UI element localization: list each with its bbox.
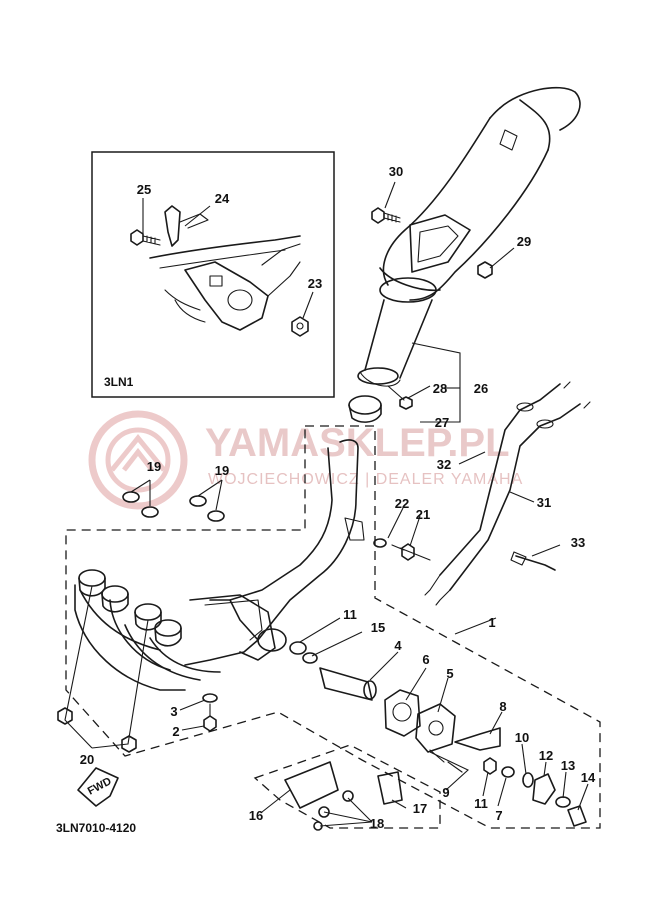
gasket-19a bbox=[122, 491, 140, 503]
callout-32: 32 bbox=[437, 457, 451, 472]
washer-13 bbox=[555, 796, 571, 808]
callout-22: 22 bbox=[395, 496, 409, 511]
callout-4: 4 bbox=[394, 638, 402, 653]
washer-22 bbox=[373, 538, 387, 548]
header-flanges bbox=[78, 569, 182, 647]
exhaust-pipes bbox=[57, 439, 365, 753]
callout-29: 29 bbox=[517, 234, 531, 249]
callout-7: 7 bbox=[495, 808, 502, 823]
callout-20: 20 bbox=[80, 752, 94, 767]
callout-6: 6 bbox=[422, 652, 429, 667]
callout-19a: 19 bbox=[147, 459, 161, 474]
inset-bracket bbox=[149, 205, 301, 331]
cover-16 bbox=[284, 761, 339, 809]
callout-1: 1 bbox=[488, 615, 495, 630]
callout-26: 26 bbox=[474, 381, 488, 396]
callout-numbers: 30 29 28 26 27 32 31 22 21 33 19 19 11 1… bbox=[80, 164, 596, 831]
drawing-code: 3LN7010-4120 bbox=[56, 821, 136, 835]
nut-29 bbox=[477, 261, 493, 279]
callout-16: 16 bbox=[249, 808, 263, 823]
watermark-logo bbox=[88, 410, 188, 510]
callout-24: 24 bbox=[215, 191, 230, 206]
pulley-12 bbox=[532, 773, 556, 805]
bracket-17 bbox=[377, 771, 403, 805]
inset-bolt-25 bbox=[130, 229, 161, 246]
callout-19b: 19 bbox=[215, 463, 229, 478]
gasket-11 bbox=[289, 641, 307, 655]
exup-parts bbox=[289, 641, 587, 827]
callout-3: 3 bbox=[170, 704, 177, 719]
muffler-assembly bbox=[348, 86, 581, 423]
callout-5: 5 bbox=[446, 666, 453, 681]
gasket-27 bbox=[348, 395, 382, 415]
callout-33: 33 bbox=[571, 535, 585, 550]
bushing-11b bbox=[483, 757, 497, 775]
callout-27: 27 bbox=[435, 415, 449, 430]
callout-17: 17 bbox=[413, 801, 427, 816]
callout-11a: 11 bbox=[343, 607, 357, 622]
fwd-label: FWD bbox=[86, 775, 114, 797]
callout-12: 12 bbox=[539, 748, 553, 763]
inset-panel: 25 24 23 3LN1 bbox=[91, 151, 335, 398]
leader-lines bbox=[64, 181, 589, 827]
callout-21: 21 bbox=[416, 507, 430, 522]
callout-10: 10 bbox=[515, 730, 529, 745]
watermark-subtitle: WOJCIECHOWICZ | DEALER YAMAHA bbox=[208, 471, 523, 488]
callout-31: 31 bbox=[537, 495, 551, 510]
fwd-arrow-icon: FWD bbox=[77, 767, 119, 807]
bolt-14 bbox=[567, 805, 587, 827]
housing-5 bbox=[415, 703, 456, 753]
cylinder-4 bbox=[319, 667, 373, 701]
callout-8: 8 bbox=[499, 699, 506, 714]
callout-30: 30 bbox=[389, 164, 403, 179]
washer-3 bbox=[202, 693, 218, 703]
throttle-cables bbox=[373, 381, 591, 606]
callout-25: 25 bbox=[137, 182, 151, 197]
cable-tie-33 bbox=[510, 551, 556, 571]
nut-20a bbox=[57, 707, 73, 725]
callout-13: 13 bbox=[561, 758, 575, 773]
callout-23: 23 bbox=[308, 276, 322, 291]
part-10 bbox=[522, 772, 534, 788]
callout-15: 15 bbox=[371, 620, 385, 635]
inset-label: 3LN1 bbox=[104, 375, 134, 389]
callout-9: 9 bbox=[442, 785, 449, 800]
callout-28: 28 bbox=[433, 381, 447, 396]
lever-8 bbox=[454, 727, 501, 751]
callout-2: 2 bbox=[172, 724, 179, 739]
callout-14: 14 bbox=[581, 770, 596, 785]
callout-18: 18 bbox=[370, 816, 384, 831]
bolt-2 bbox=[203, 715, 217, 732]
exhaust-pipe-box bbox=[65, 425, 601, 829]
washer-7 bbox=[501, 766, 515, 778]
bolt-30 bbox=[371, 207, 401, 224]
gasket-19c bbox=[189, 495, 207, 507]
gasket-6 bbox=[384, 689, 421, 737]
inset-nut-23 bbox=[291, 316, 309, 337]
bolt-28 bbox=[387, 385, 413, 410]
bolt-21 bbox=[391, 543, 415, 561]
gasket-15 bbox=[302, 652, 318, 664]
gasket-19b bbox=[141, 506, 159, 518]
gasket-19d bbox=[207, 510, 225, 522]
callout-11b: 11 bbox=[474, 796, 488, 811]
